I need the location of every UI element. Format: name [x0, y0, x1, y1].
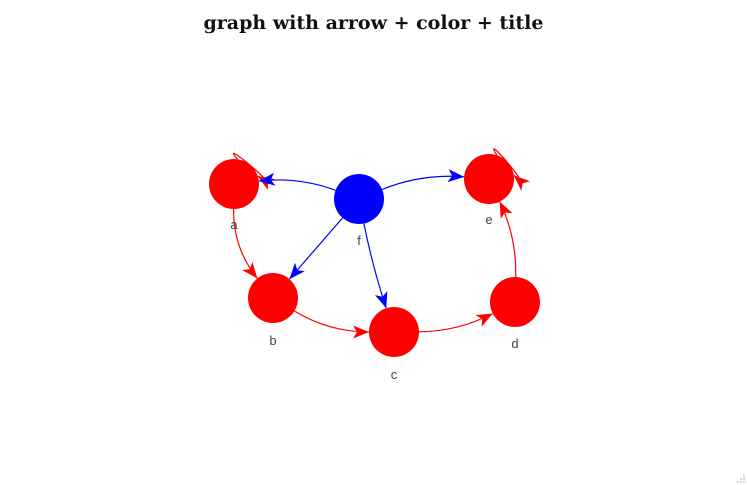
node-layer — [209, 154, 540, 357]
node-label-a: a — [230, 217, 238, 232]
edge-f-c — [363, 223, 387, 309]
arrowhead-f-e — [447, 169, 465, 183]
arrowhead-d-e — [499, 201, 513, 219]
node-b[interactable] — [248, 273, 298, 323]
node-e[interactable] — [464, 154, 514, 204]
arrowhead-a-b — [242, 261, 258, 279]
arrowhead-f-a — [258, 172, 276, 186]
arrowhead-f-c — [375, 291, 388, 309]
arrowhead-b-c — [353, 325, 369, 339]
label-layer: a b c d e f — [230, 212, 518, 382]
edge-layer — [232, 148, 530, 339]
node-label-b: b — [269, 333, 276, 348]
node-c[interactable] — [369, 307, 419, 357]
graph-title: graph with arrow + color + title — [203, 12, 544, 34]
arrowhead-c-d — [475, 313, 493, 327]
node-label-f: f — [357, 233, 361, 248]
node-f[interactable] — [334, 174, 384, 224]
node-d[interactable] — [490, 277, 540, 327]
arrowhead-f-b — [289, 262, 305, 280]
node-label-d: d — [511, 336, 518, 351]
arrowhead-e-e — [513, 175, 530, 191]
node-label-e: e — [485, 212, 492, 227]
resize-grip-icon[interactable] — [737, 475, 745, 483]
node-label-c: c — [391, 367, 398, 382]
node-a[interactable] — [209, 159, 259, 209]
edge-f-b — [288, 217, 344, 280]
